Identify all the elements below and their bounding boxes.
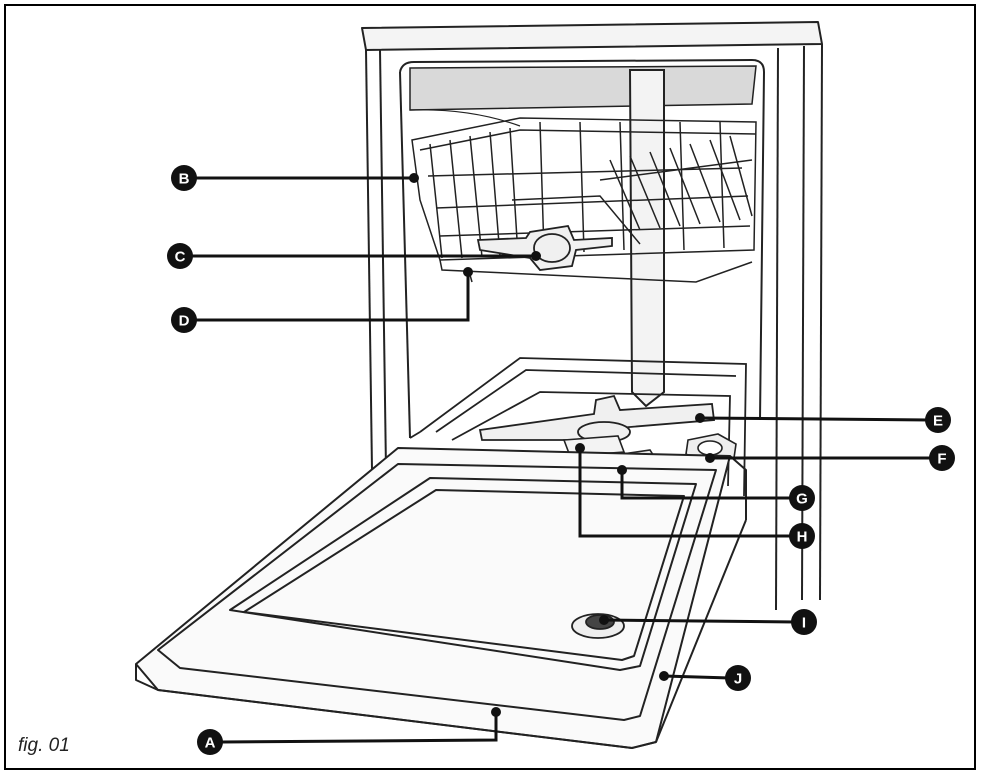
callout-badge-B: B: [171, 165, 197, 191]
callout-badge-F: F: [929, 445, 955, 471]
figure-label: fig. 01: [18, 735, 70, 756]
callout-badge-G: G: [789, 485, 815, 511]
detergent-dispenser: [571, 613, 625, 639]
callout-label-D: D: [179, 313, 190, 330]
callout-label-J: J: [734, 671, 742, 688]
callout-label-B: B: [179, 171, 190, 188]
callout-dots: [409, 173, 715, 717]
tub-ceiling: [409, 65, 757, 127]
callout-label-E: E: [933, 413, 943, 430]
callout-badge-I: I: [791, 609, 817, 635]
callout-label-C: C: [175, 249, 186, 266]
callout-label-I: I: [802, 615, 806, 632]
callout-badge-J: J: [725, 665, 751, 691]
callout-label-A: A: [205, 735, 216, 752]
callout-badge-A: A: [197, 729, 223, 755]
callout-label-H: H: [797, 529, 808, 546]
upper-basket: [411, 117, 757, 283]
upper-spray-arm: [476, 225, 613, 271]
lower-spray-arm: [478, 394, 716, 443]
callout-label-F: F: [937, 451, 946, 468]
spray-tube: [628, 69, 665, 408]
callout-badge-D: D: [171, 307, 197, 333]
callout-badge-C: C: [167, 243, 193, 269]
callout-badge-E: E: [925, 407, 951, 433]
callout-lines: [192, 176, 934, 744]
callout-badge-H: H: [789, 523, 815, 549]
callout-label-G: G: [796, 491, 808, 508]
door: [135, 447, 747, 749]
